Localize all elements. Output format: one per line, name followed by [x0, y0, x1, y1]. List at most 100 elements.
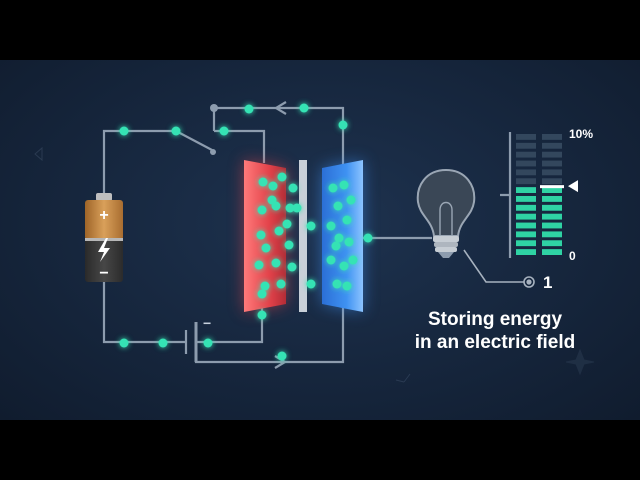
meter-segment — [542, 160, 562, 167]
charge-dot — [203, 338, 213, 348]
switch-pivot — [210, 104, 218, 112]
meter-level-pointer-icon — [568, 180, 578, 193]
charge-dot — [282, 219, 292, 229]
meter-segment — [542, 134, 562, 140]
charge-dot — [326, 221, 336, 231]
charge-dot — [331, 241, 341, 251]
meter-segment — [542, 231, 562, 238]
charge-dot — [119, 338, 129, 348]
callout-number: 1 — [543, 273, 552, 292]
charge-dot — [244, 104, 254, 114]
meter-segment — [516, 213, 536, 220]
charge-dot — [326, 255, 336, 265]
charge-dot — [348, 255, 358, 265]
charge-dot — [306, 221, 316, 231]
caption: Storing energy in an electric field — [380, 308, 610, 354]
meter-segment — [516, 231, 536, 238]
animation-scene: − + − — [0, 60, 640, 420]
meter-segment — [542, 178, 562, 185]
meter-segment — [516, 240, 536, 247]
meter-segment — [542, 240, 562, 247]
arrow-icon — [273, 101, 287, 115]
meter-segment — [516, 204, 536, 211]
charge-dot — [258, 177, 268, 187]
dc-supply-symbol: − — [184, 315, 211, 362]
charge-dot — [292, 203, 302, 213]
meter-segment — [542, 249, 562, 255]
charge-dot — [363, 233, 373, 243]
charge-dot — [219, 126, 229, 136]
meter-segment — [516, 249, 536, 255]
caption-line-1: Storing energy — [427, 309, 563, 330]
charge-dot — [267, 195, 277, 205]
charge-dot — [306, 279, 316, 289]
charge-dot — [338, 120, 348, 130]
charge-dot — [256, 230, 266, 240]
meter-segment — [542, 142, 562, 149]
charge-dot — [171, 126, 181, 136]
meter-segment — [542, 204, 562, 211]
charge-dot — [158, 338, 168, 348]
switch-icon — [210, 149, 216, 155]
charge-dot — [261, 243, 271, 253]
charge-meter — [516, 134, 564, 255]
meter-segment — [516, 178, 536, 185]
meter-segment — [542, 222, 562, 229]
lightning-icon — [98, 238, 110, 262]
meter-segment — [542, 196, 562, 202]
meter-bottom-label: 0 — [569, 249, 576, 263]
meter-segment — [542, 151, 562, 158]
meter-segment — [516, 187, 536, 193]
battery-plus-sign: + — [99, 207, 108, 224]
charge-dot — [328, 183, 338, 193]
charge-dot — [332, 279, 342, 289]
charge-dot — [260, 281, 270, 291]
charge-dot — [344, 237, 354, 247]
charge-dot — [339, 261, 349, 271]
charge-dot — [257, 310, 267, 320]
letterbox-top — [0, 0, 640, 60]
charge-dot — [287, 262, 297, 272]
meter-segment — [516, 196, 536, 202]
charge-dot — [277, 172, 287, 182]
charge-dot — [346, 195, 356, 205]
supply-minus-sign: − — [203, 315, 211, 331]
light-bulb-icon — [416, 168, 476, 258]
charge-dot — [254, 260, 264, 270]
charge-dot — [274, 226, 284, 236]
charge-dot — [257, 289, 267, 299]
meter-segment — [516, 169, 536, 176]
meter-top-label: 10% — [569, 127, 593, 141]
charge-dot — [276, 279, 286, 289]
meter-segment — [516, 151, 536, 158]
background-decor — [34, 146, 595, 383]
meter-segment — [542, 213, 562, 220]
charge-dot — [299, 103, 309, 113]
meter-segment — [516, 160, 536, 167]
meter-segment — [516, 142, 536, 149]
charge-dot — [285, 203, 295, 213]
callout-pointer — [463, 249, 535, 288]
charge-dot — [257, 205, 267, 215]
battery-icon: + − — [85, 193, 123, 282]
meter-segment — [516, 134, 536, 140]
meter-level-marker — [540, 185, 564, 189]
capacitor-diagram: − + − — [34, 101, 595, 383]
charge-dot — [333, 201, 343, 211]
charge-dot — [288, 183, 298, 193]
meter-segment — [516, 222, 536, 229]
charge-dot — [339, 180, 349, 190]
letterbox-bottom — [0, 420, 640, 480]
meter-segment — [542, 187, 562, 193]
charge-dot — [284, 240, 294, 250]
charge-dot — [342, 281, 352, 291]
battery-minus-sign: − — [99, 265, 108, 282]
charge-particles — [119, 103, 373, 361]
charge-dot — [342, 215, 352, 225]
meter-segment — [542, 169, 562, 176]
caption-line-2: in an electric field — [414, 332, 576, 353]
dielectric-layer — [299, 160, 307, 312]
charge-dot — [271, 258, 281, 268]
charge-dot — [119, 126, 129, 136]
